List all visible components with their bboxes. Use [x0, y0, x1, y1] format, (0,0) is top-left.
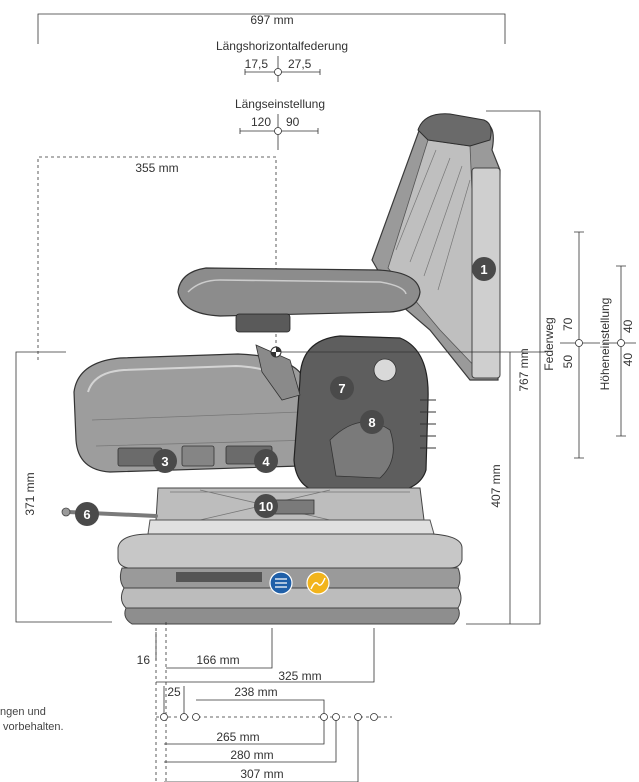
headrest	[417, 113, 492, 147]
badge-7: 7	[330, 376, 354, 400]
height-371-dimension: 371 mm	[15, 351, 112, 623]
bottom-dimensions: 16 166 mm 325 mm 25 238 mm 265 mm 280 mm…	[137, 622, 392, 782]
fore-aft-adjust-dimension: Längseinstellung 120 90	[235, 97, 325, 150]
width-dimension: 697 mm	[37, 13, 506, 44]
height-407-dimension: 407 mm	[489, 352, 511, 624]
fore-aft-isolator-title: Längshorizontalfederung	[216, 39, 348, 53]
fore-aft-isolator-dimension: Längshorizontalfederung 17,5 27,5	[216, 39, 348, 82]
armrest	[177, 267, 421, 317]
fore-aft-isolator-left: 17,5	[245, 57, 269, 71]
height-371-label: 371 mm	[23, 472, 37, 515]
base-plate	[147, 519, 435, 535]
rail-280-label: 280 mm	[230, 748, 273, 762]
svg-text:7: 7	[338, 381, 345, 396]
seat-index-point	[270, 346, 546, 358]
badge-3: 3	[153, 449, 177, 473]
base-166-label: 166 mm	[196, 653, 239, 667]
fore-aft-adjust-right: 90	[286, 115, 300, 129]
depth-355-label: 355 mm	[135, 161, 178, 175]
rail-238-label: 238 mm	[234, 685, 277, 699]
svg-text:1: 1	[480, 262, 487, 277]
bellows-base	[117, 533, 463, 625]
fore-aft-adjust-title: Längseinstellung	[235, 97, 325, 111]
suspension-high: 70	[561, 317, 575, 331]
svg-text:10: 10	[259, 499, 273, 514]
seat-illustration	[61, 113, 501, 625]
svg-text:4: 4	[262, 454, 270, 469]
rail-307-label: 307 mm	[240, 767, 283, 781]
footnote-line-2: vorbehalten.	[0, 721, 64, 733]
badge-1: 1	[472, 257, 496, 281]
suspension-low: 50	[561, 355, 575, 369]
badge-4: 4	[254, 449, 278, 473]
footnote: ngen und vorbehalten.	[0, 705, 64, 735]
height-adjust-low: 40	[621, 353, 635, 367]
fore-aft-adjust-left: 120	[251, 115, 271, 129]
base-325-label: 325 mm	[278, 669, 321, 683]
height-767-label: 767 mm	[517, 348, 531, 391]
height-407-label: 407 mm	[489, 464, 503, 507]
rail-25-label: 25	[167, 685, 181, 699]
suspension-travel-dimension: Federweg 50 70	[542, 231, 600, 459]
badge-8: 8	[360, 410, 384, 434]
suspension-title: Federweg	[542, 317, 556, 370]
footnote-line-1: ngen und	[0, 706, 46, 718]
height-adjust-title: Höheneinstellung	[598, 298, 612, 391]
offset-16-label: 16	[137, 653, 151, 667]
svg-text:8: 8	[368, 415, 375, 430]
svg-text:3: 3	[161, 454, 168, 469]
depth-355-dimension: 355 mm	[37, 156, 277, 360]
fore-aft-isolator-right: 27,5	[288, 57, 312, 71]
height-767-dimension: 767 mm	[466, 110, 541, 625]
svg-text:6: 6	[83, 507, 90, 522]
badge-10: 10	[254, 494, 278, 518]
badge-6: 6	[75, 502, 99, 526]
width-label: 697 mm	[250, 13, 293, 27]
height-adjust-dimension: Höheneinstellung 40 40	[598, 265, 636, 437]
rail-265-label: 265 mm	[216, 730, 259, 744]
height-adjust-high: 40	[621, 319, 635, 333]
